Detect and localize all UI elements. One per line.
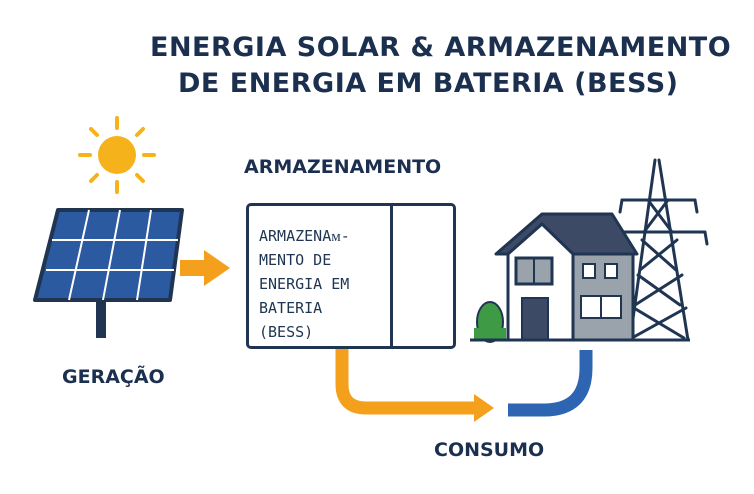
bess-text-line-2: MENTO DE <box>259 251 332 269</box>
arrow-house-to-consumption <box>508 350 593 417</box>
arrow-generation-to-storage <box>180 250 230 286</box>
sun-icon <box>78 116 156 194</box>
consumption-label: CONSUMO <box>434 439 545 461</box>
title-line-1: ENERGIA SOLAR & ARMAZENAMENTO <box>150 32 732 63</box>
generation-label: GERAÇÃO <box>62 366 165 388</box>
bess-box-divider <box>390 206 393 346</box>
bess-text-line-4: BATERIA <box>259 299 323 317</box>
title-line-2: DE ENERGIA EM BATERIA (BESS) <box>178 68 679 99</box>
bess-text-line-5: (BESS) <box>259 323 314 341</box>
bush-icon <box>474 301 506 343</box>
bess-box-text: ARMAZENAᴍ- MENTO DE ENERGIA EM BATERIA (… <box>259 224 389 344</box>
house-icon <box>470 212 690 342</box>
storage-label: ARMAZENAMENTO <box>244 156 442 178</box>
diagram-title: ENERGIA SOLAR & ARMAZENAMENTO DE ENERGIA… <box>150 30 740 102</box>
bess-text-line-1: ARMAZENAᴍ- <box>259 227 350 245</box>
bess-storage-box: ARMAZENAᴍ- MENTO DE ENERGIA EM BATERIA (… <box>246 203 456 349</box>
power-tower-icon <box>611 158 709 342</box>
bess-text-line-3: ENERGIA EM <box>259 275 350 293</box>
arrow-storage-to-consumption <box>335 348 494 422</box>
solar-panel-icon <box>33 208 184 338</box>
